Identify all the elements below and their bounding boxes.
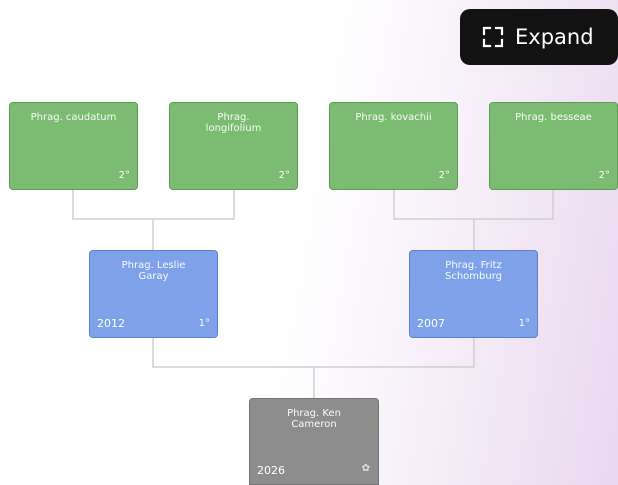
expand-button[interactable]: Expand [460, 9, 618, 65]
parent-name: Phrag. Leslie Garay [121, 260, 186, 282]
parent-name: Phrag. Fritz Schomburg [444, 260, 502, 282]
grandparent-card-longifolium[interactable]: Phrag. longifolium 2° [169, 102, 298, 190]
expand-button-label: Expand [515, 25, 594, 49]
connector-right-grandparents [393, 190, 554, 250]
grandparent-name: Phrag. besseae [515, 112, 592, 123]
grandparent-grade: 2° [438, 170, 450, 181]
parent-grade: 1° [518, 318, 530, 329]
grandparent-card-kovachii[interactable]: Phrag. kovachii 2° [329, 102, 458, 190]
expand-icon [482, 26, 504, 48]
grandparent-card-besseae[interactable]: Phrag. besseae 2° [489, 102, 618, 190]
child-name: Phrag. Ken Cameron [287, 408, 341, 430]
child-card-ken-cameron[interactable]: Phrag. Ken Cameron 2026 ✿ [249, 398, 379, 485]
parent-card-leslie-garay[interactable]: Phrag. Leslie Garay 2012 1° [89, 250, 218, 338]
grandparent-grade: 2° [278, 170, 290, 181]
parent-grade: 1° [198, 318, 210, 329]
parent-year: 2012 [97, 317, 125, 330]
parent-card-fritz-schomburg[interactable]: Phrag. Fritz Schomburg 2007 1° [409, 250, 538, 338]
grandparent-name: Phrag. kovachii [355, 112, 432, 123]
parent-year: 2007 [417, 317, 445, 330]
grandparent-grade: 2° [118, 170, 130, 181]
flower-icon: ✿ [361, 463, 370, 474]
connector-parents [152, 338, 475, 398]
child-year: 2026 [257, 464, 285, 477]
grandparent-name: Phrag. longifolium [205, 112, 262, 134]
grandparent-card-caudatum[interactable]: Phrag. caudatum 2° [9, 102, 138, 190]
connector-left-grandparents [72, 190, 235, 250]
grandparent-name: Phrag. caudatum [30, 112, 117, 123]
grandparent-grade: 2° [598, 170, 610, 181]
